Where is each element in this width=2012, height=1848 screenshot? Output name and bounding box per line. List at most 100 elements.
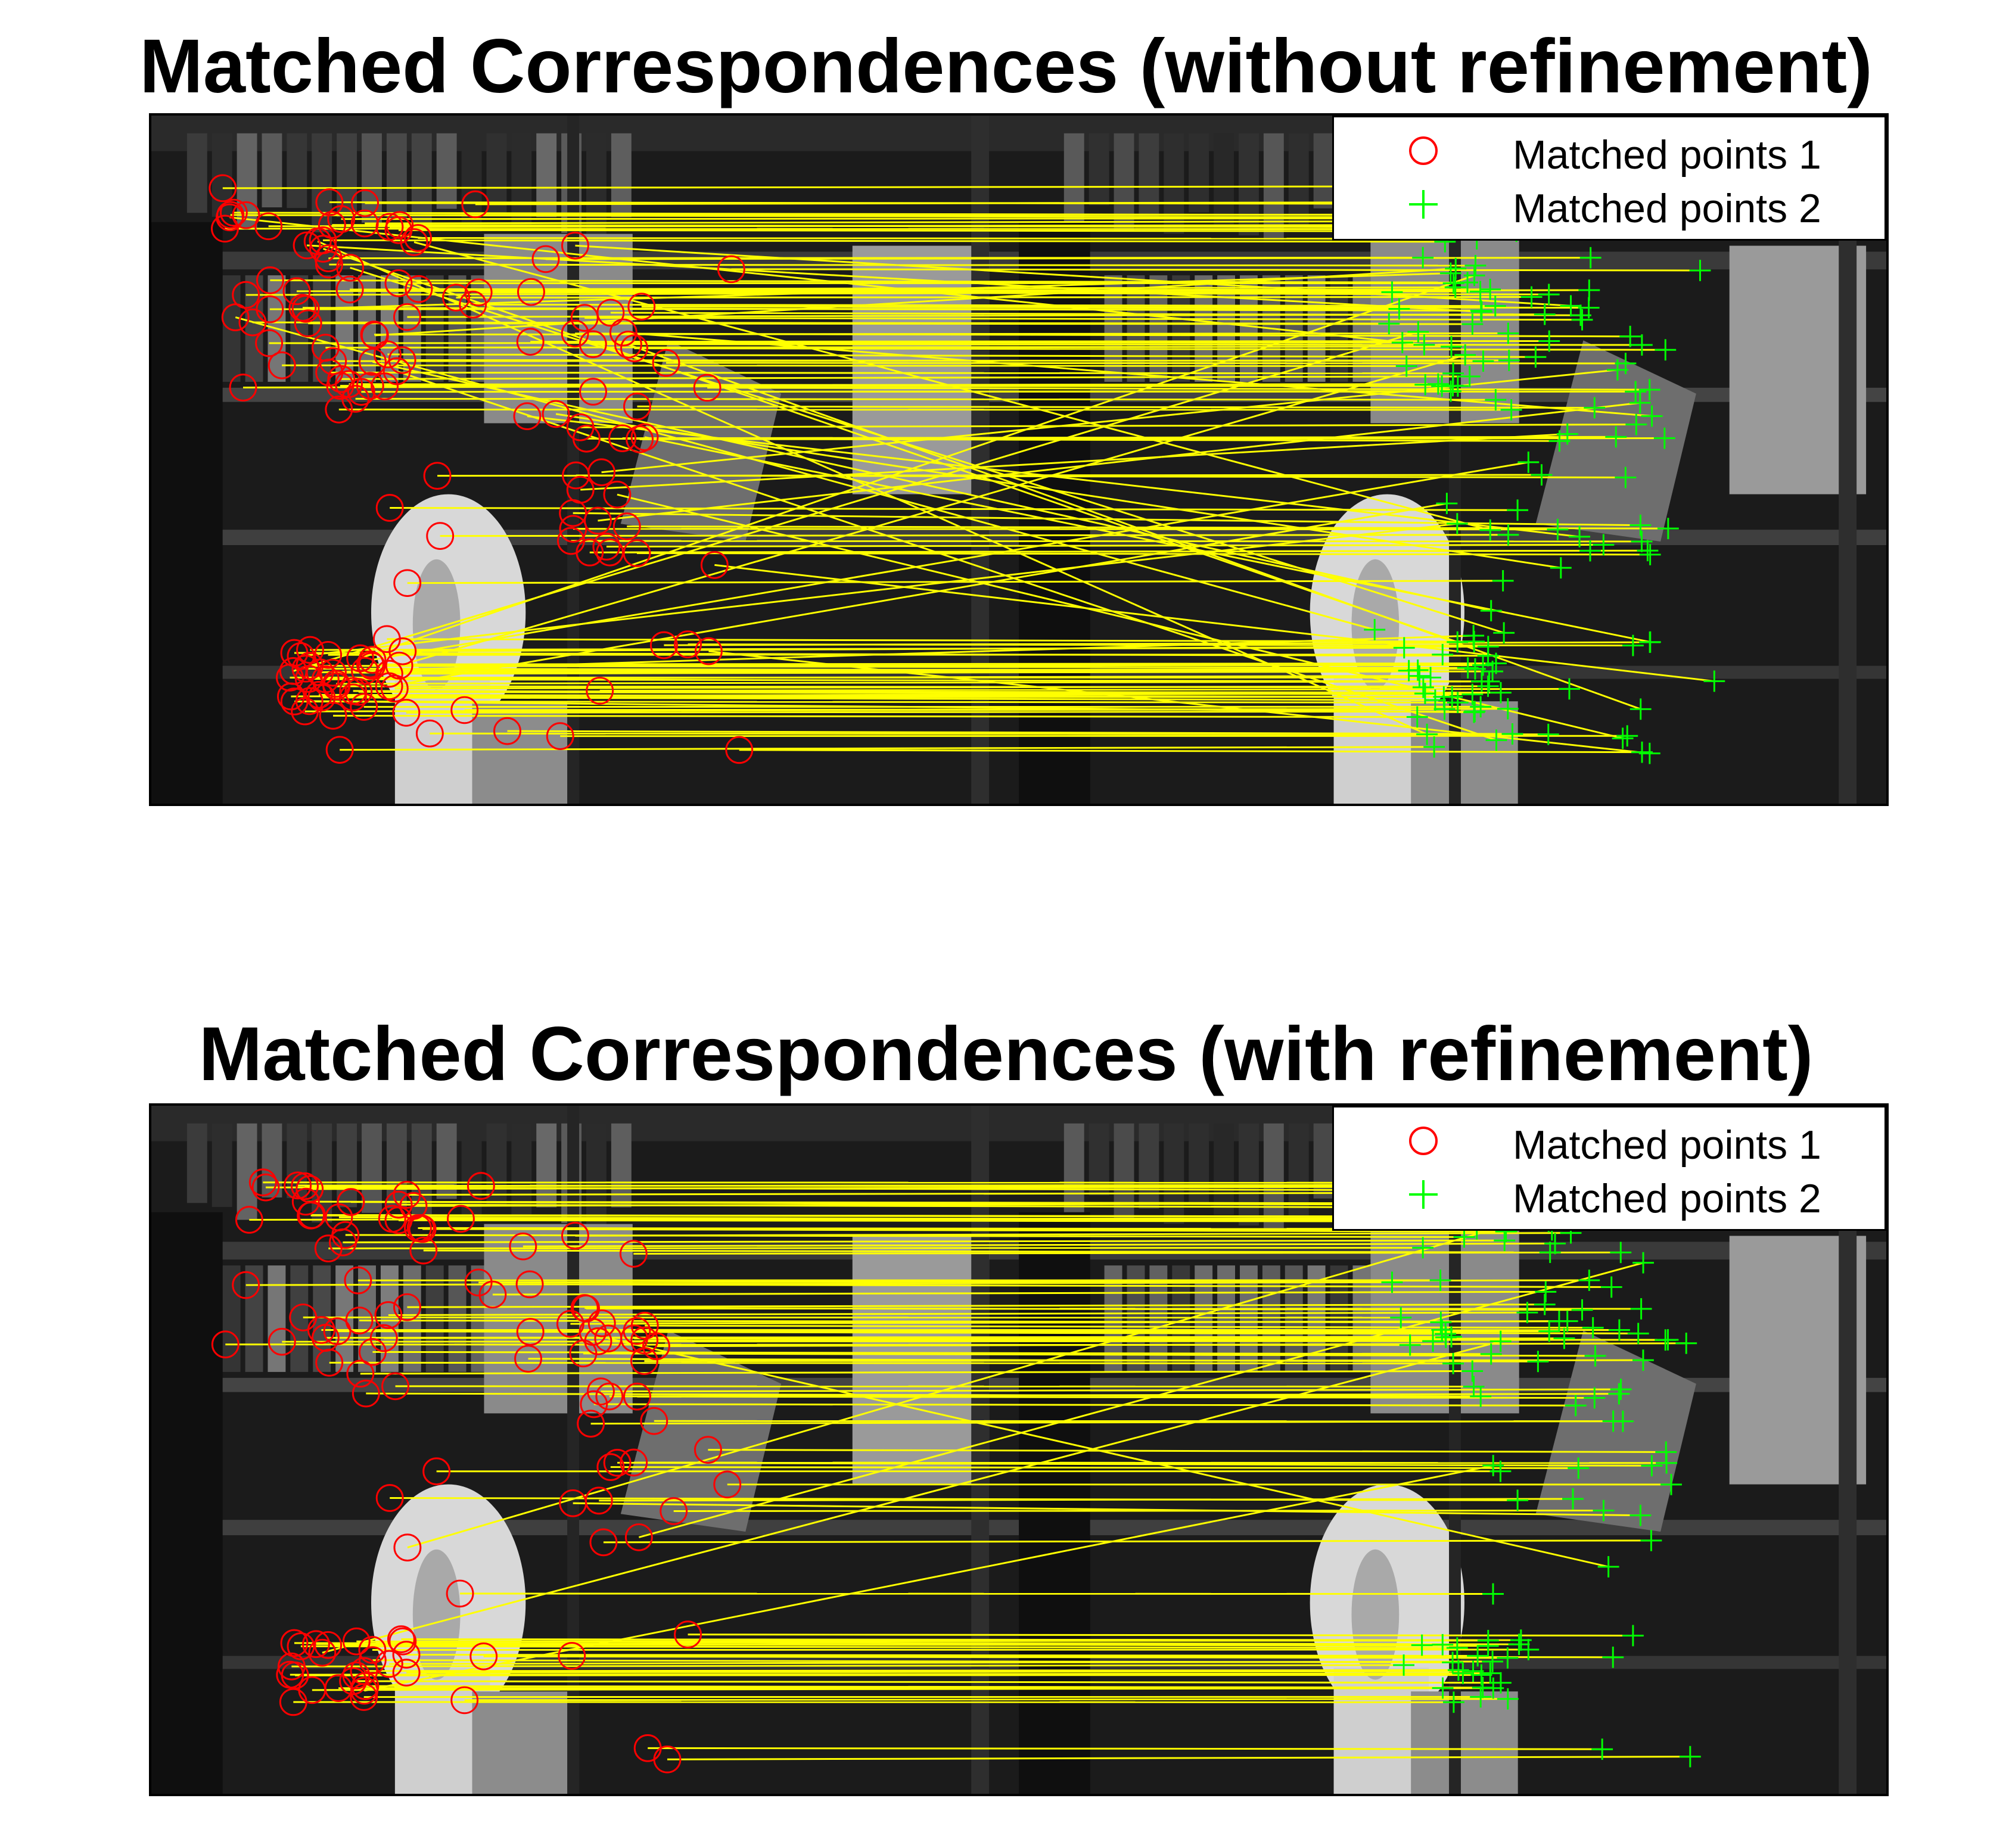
matched-point-2-marker <box>1477 636 1499 658</box>
stereo-image-panel-with-refinement: Matched points 1 Matched points 2 <box>149 1103 1889 1796</box>
matched-point-2-marker <box>1454 344 1476 366</box>
matched-point-1-marker <box>596 298 625 327</box>
matched-point-1-marker <box>595 1382 624 1411</box>
matched-point-2-marker <box>1407 321 1429 343</box>
matched-point-1-marker <box>561 319 589 348</box>
matched-point-2-marker <box>1485 729 1507 751</box>
matched-point-2-marker <box>1413 334 1435 356</box>
matched-point-2-marker <box>1489 682 1512 704</box>
matched-point-2-marker <box>1582 1317 1604 1339</box>
matched-point-2-marker <box>1615 466 1637 489</box>
matched-point-1-marker <box>296 1175 324 1203</box>
matched-point-1-marker <box>592 533 621 561</box>
correspondence-line <box>407 1218 1526 1549</box>
matched-point-2-marker <box>1461 1360 1484 1382</box>
correspondence-line <box>688 1634 1633 1637</box>
correspondence-line <box>389 670 1493 675</box>
correspondence-line <box>305 667 1409 672</box>
matched-point-2-marker <box>1497 698 1519 720</box>
matched-point-2-marker <box>1472 350 1494 372</box>
correspondence-line <box>402 645 1488 652</box>
matched-point-2-marker <box>1390 1306 1412 1329</box>
correspondence-line <box>398 229 1517 232</box>
correspondence-line <box>360 1370 1473 1375</box>
matched-point-2-marker <box>1408 665 1431 687</box>
matched-point-2-marker <box>1560 295 1582 317</box>
correspondence-line <box>401 1638 1521 1641</box>
matched-point-2-marker <box>1631 334 1653 356</box>
red-circle-marker-icon <box>1409 136 1438 165</box>
matched-point-1-marker <box>375 672 403 701</box>
matched-point-2-marker <box>1441 336 1462 357</box>
matched-point-1-marker <box>469 1642 498 1670</box>
correspondence-line <box>606 543 1604 547</box>
matched-point-1-marker <box>586 677 614 705</box>
matched-point-2-marker <box>1639 544 1661 565</box>
matched-point-1-marker <box>369 1324 398 1352</box>
correspondence-line <box>323 248 1458 643</box>
matched-point-2-marker <box>1629 698 1652 720</box>
green-plus-marker-icon <box>1409 190 1438 219</box>
correspondence-line <box>350 266 1504 634</box>
correspondence-line <box>387 353 1536 358</box>
correspondence-line <box>245 213 1374 216</box>
matched-point-1-marker <box>323 1317 352 1345</box>
correspondence-line <box>583 1352 1596 1357</box>
correspondence-line <box>396 370 1497 741</box>
matched-point-2-marker <box>1584 397 1606 419</box>
correspondence-line <box>399 1203 1512 1209</box>
matched-point-1-marker <box>393 569 422 598</box>
correspondence-line <box>422 1228 1506 1233</box>
matched-point-2-marker <box>1527 1351 1549 1373</box>
matched-point-1-marker <box>388 346 416 374</box>
matched-point-2-marker <box>1625 413 1647 435</box>
matched-point-2-marker <box>1459 365 1481 387</box>
matched-point-2-marker <box>1600 1276 1622 1298</box>
correspondence-line <box>363 1669 1459 1672</box>
matched-point-1-marker <box>360 321 389 350</box>
matched-point-1-marker <box>603 480 632 509</box>
matched-point-2-marker <box>1525 346 1547 368</box>
correspondence-line <box>731 268 1700 272</box>
matched-point-1-marker <box>561 1221 589 1250</box>
correspondence-line <box>483 1655 1508 1659</box>
matched-point-2-marker <box>1489 1460 1512 1482</box>
matched-point-2-marker <box>1608 1319 1630 1341</box>
matched-point-1-marker <box>384 1190 413 1219</box>
correspondence-line <box>580 433 1568 491</box>
correspondence-line <box>360 274 1475 659</box>
matched-point-2-marker <box>1479 1662 1501 1684</box>
matched-point-1-marker <box>344 677 373 706</box>
correspondence-line <box>365 220 1525 225</box>
matched-point-2-marker <box>1393 637 1415 659</box>
correspondence-line <box>345 1234 1464 1238</box>
legend-item-points-2: Matched points 2 <box>1334 178 1884 232</box>
matched-point-2-marker <box>1632 1252 1654 1274</box>
matched-point-2-marker <box>1538 284 1560 306</box>
matched-point-2-marker <box>1442 1691 1464 1713</box>
matched-point-2-marker <box>1655 1441 1677 1463</box>
matched-point-1-marker <box>210 214 239 243</box>
correspondence-line <box>395 1385 1474 1388</box>
matched-point-1-marker <box>478 1280 507 1309</box>
stereo-image-matches-bottom <box>151 1106 1886 1794</box>
matched-point-2-marker <box>1593 1499 1615 1522</box>
matched-point-2-marker <box>1608 1383 1630 1405</box>
matched-point-1-marker <box>603 1448 632 1477</box>
matched-point-1-marker <box>620 1448 648 1477</box>
matched-point-2-marker <box>1420 667 1441 689</box>
matched-point-2-marker <box>1445 257 1467 279</box>
matched-point-1-marker <box>542 400 570 428</box>
matched-point-2-marker <box>1569 526 1591 547</box>
correspondence-line <box>365 1685 1483 1689</box>
matched-point-1-marker <box>232 281 260 309</box>
matched-point-2-marker <box>1470 670 1492 692</box>
matched-point-1-marker <box>294 309 322 338</box>
matched-point-1-marker <box>309 235 337 263</box>
matched-point-2-marker <box>1464 658 1486 680</box>
matched-point-1-marker <box>393 1293 421 1321</box>
correspondence-line <box>571 540 1642 543</box>
correspondence-line <box>235 316 1375 631</box>
correspondence-line <box>372 461 1529 661</box>
correspondence-line <box>570 1320 1559 1325</box>
